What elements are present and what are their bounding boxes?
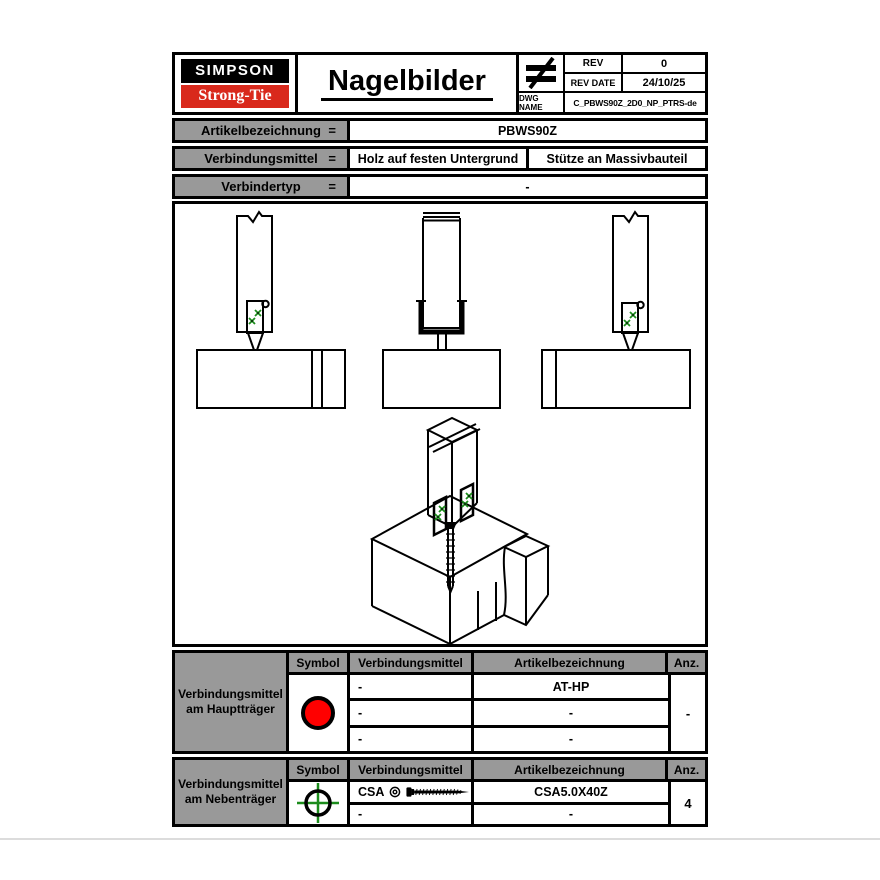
projection-symbol-icon <box>519 55 565 93</box>
verbindungsmittel-value: CSA <box>358 784 385 799</box>
column-header-artikelbezeichnung: Artikelbezeichnung <box>474 653 668 672</box>
screw-side-icon <box>406 787 470 797</box>
table-row: - AT-HP <box>350 675 668 702</box>
table-header-row: Symbol Verbindungsmittel Artikelbezeichn… <box>289 653 705 675</box>
title-cell: Nagelbilder <box>298 55 519 112</box>
revision-block: REV 0 REV DATE 24/10/25 DWG NAME C_PBWS9… <box>519 55 705 112</box>
info-label-text: Verbindertyp <box>221 179 301 194</box>
rev-date-value: 24/10/25 <box>623 74 705 93</box>
screw-head-icon <box>390 786 401 798</box>
info-label-text: Artikelbezeichnung <box>201 123 321 138</box>
dwg-name-value: C_PBWS90Z_2D0_NP_PTRS-de <box>573 97 697 108</box>
info-value-artikelbezeichnung: PBWS90Z <box>497 123 558 138</box>
page-title: Nagelbilder <box>321 66 493 101</box>
anz-value: 4 <box>668 782 705 824</box>
column-header-artikelbezeichnung: Artikelbezeichnung <box>474 760 668 779</box>
column-header-anz: Anz. <box>673 762 700 777</box>
equals-sign: = <box>328 179 336 194</box>
info-label: Verbindungsmittel = <box>175 149 350 168</box>
rev-date-label: REV DATE <box>565 74 623 93</box>
table-row: - - <box>350 727 668 751</box>
company-logo: SIMPSON Strong-Tie <box>175 55 298 112</box>
table-header-row: Symbol Verbindungsmittel Artikelbezeichn… <box>289 760 705 782</box>
column-header-symbol: Symbol <box>289 760 350 779</box>
info-row-verbindungsmittel: Verbindungsmittel = Holz auf festen Unte… <box>172 146 708 171</box>
page-edge-divider <box>0 838 880 840</box>
red-circle-symbol-icon <box>301 696 335 730</box>
artikelbezeichnung-value: CSA5.0X40Z <box>534 784 608 799</box>
artikelbezeichnung-value: - <box>568 807 574 822</box>
verbindungsmittel-value: - <box>358 679 363 694</box>
title-block: SIMPSON Strong-Tie Nagelbilder REV 0 REV… <box>172 52 708 115</box>
drawing-sheet: SIMPSON Strong-Tie Nagelbilder REV 0 REV… <box>172 52 708 827</box>
info-value-anwendung-1: Holz auf festen Untergrund <box>357 151 519 166</box>
info-label: Artikelbezeichnung = <box>175 121 350 140</box>
info-value-verbindertyp: - <box>525 179 530 194</box>
symbol-cell <box>289 675 350 751</box>
column-header-verbindungsmittel: Verbindungsmittel <box>350 653 474 672</box>
table-row-label: Verbindungsmittel am Nebenträger <box>175 760 289 824</box>
crosshair-symbol-icon <box>297 783 339 823</box>
info-row-artikelbezeichnung: Artikelbezeichnung = PBWS90Z <box>172 118 708 143</box>
column-header-anz: Anz. <box>673 655 700 670</box>
artikelbezeichnung-value: AT-HP <box>552 679 590 694</box>
column-header-symbol: Symbol <box>289 653 350 672</box>
info-value-anwendung-2: Stütze an Massivbauteil <box>526 149 705 168</box>
fastener-table-nebentraeger: Verbindungsmittel am Nebenträger Symbol … <box>172 757 708 827</box>
equals-sign: = <box>328 123 336 138</box>
artikelbezeichnung-value: - <box>568 732 574 747</box>
fastener-table-haupttraeger: Verbindungsmittel am Hauptträger Symbol … <box>172 650 708 754</box>
verbindungsmittel-value: - <box>358 705 363 720</box>
rev-value: 0 <box>623 55 705 74</box>
anz-value: - <box>668 675 705 751</box>
info-label: Verbindertyp = <box>175 177 350 196</box>
technical-drawing <box>196 210 691 644</box>
equals-sign: = <box>328 151 336 166</box>
verbindungsmittel-value: - <box>358 732 363 747</box>
dwg-name-label: DWG NAME <box>519 93 565 112</box>
artikelbezeichnung-value: - <box>568 705 574 720</box>
logo-simpson-text: SIMPSON <box>181 59 289 83</box>
technical-drawing-area <box>172 201 708 647</box>
info-label-text: Verbindungsmittel <box>204 151 318 166</box>
verbindungsmittel-value: - <box>358 807 363 822</box>
table-row: - - <box>350 804 668 824</box>
table-row: CSA <box>350 782 668 805</box>
symbol-cell <box>289 782 350 824</box>
logo-strongtie-text: Strong-Tie <box>181 85 289 108</box>
rev-label: REV <box>565 55 623 74</box>
table-row-label: Verbindungsmittel am Hauptträger <box>175 653 289 751</box>
info-row-verbindertyp: Verbindertyp = - <box>172 174 708 199</box>
table-row: - - <box>350 701 668 728</box>
column-header-verbindungsmittel: Verbindungsmittel <box>350 760 474 779</box>
